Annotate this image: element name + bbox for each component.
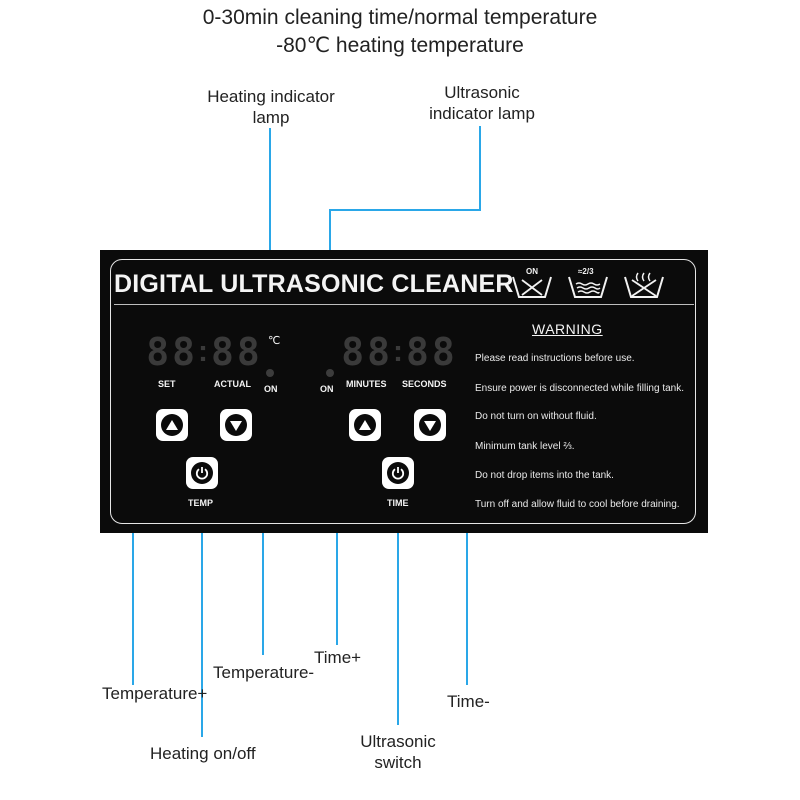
time-digit-1: 8 (341, 330, 365, 374)
triangle-up-icon (359, 420, 371, 430)
basin-on-icon: ON (510, 267, 554, 300)
control-panel: DIGITAL ULTRASONIC CLEANER ON ≈2/3 8 8 : (100, 250, 708, 533)
set-label: SET (158, 379, 176, 389)
triangle-down-icon (424, 421, 436, 431)
ultrasonic-lamp-label: ON (320, 384, 334, 394)
temperature-minus-button[interactable] (220, 409, 252, 441)
callout-heating-on-off: Heating on/off (150, 744, 256, 763)
time-minus-button[interactable] (414, 409, 446, 441)
triangle-down-icon (230, 421, 242, 431)
temp-digit-2: 8 (172, 330, 195, 374)
diagram-heading: 0-30min cleaning time/normal temperature… (100, 4, 700, 60)
temp-digit-3: 8 (211, 330, 234, 374)
ultrasonic-indicator-lamp (326, 369, 334, 377)
celsius-unit: ℃ (268, 335, 281, 347)
callout-time-plus: Time+ (314, 648, 362, 667)
tank-level-label: ≈2/3 (578, 267, 594, 276)
heating-power-button[interactable] (186, 457, 218, 489)
temp-label: TEMP (188, 498, 214, 508)
seconds-label: SECONDS (402, 379, 447, 389)
callout-time-minus: Time- (447, 692, 490, 711)
time-display-colon: : (393, 335, 403, 368)
time-label: TIME (387, 498, 409, 508)
warning-line-6: Turn off and allow fluid to cool before … (475, 499, 680, 510)
callout-heating-indicator-lamp: Heating indicator lamp (207, 87, 335, 127)
temperature-plus-button[interactable] (156, 409, 188, 441)
triangle-up-icon (166, 420, 178, 430)
minutes-label: MINUTES (346, 379, 387, 389)
no-heating-empty-icon (622, 268, 666, 300)
warning-line-1: Please read instructions before use. (475, 353, 635, 364)
tank-level-two-thirds-icon: ≈2/3 (566, 267, 610, 300)
warning-line-4: Minimum tank level ⅔. (475, 441, 575, 452)
callout-ultrasonic-switch: Ultrasonic switch (360, 732, 436, 772)
temp-digit-1: 8 (146, 330, 170, 374)
time-digit-4: 8 (431, 330, 455, 374)
time-display: 8 8 : 8 8 (341, 330, 455, 374)
actual-label: ACTUAL (214, 379, 251, 389)
temp-display-colon: : (198, 335, 208, 368)
warning-title: WARNING (532, 321, 603, 337)
warning-line-3: Do not turn on without fluid. (475, 411, 597, 422)
basin-on-label: ON (526, 267, 538, 276)
heading-line-1: 0-30min cleaning time/normal temperature (202, 6, 598, 29)
temperature-display: 8 8 : 8 8 (146, 330, 260, 374)
power-icon (195, 467, 209, 480)
heading-line-2: -80℃ heating temperature (276, 34, 524, 57)
power-icon (391, 467, 405, 480)
callout-ultrasonic-indicator-lamp: Ultrasonic indicator lamp (429, 83, 535, 123)
panel-frame (110, 259, 696, 524)
callout-temperature-plus: Temperature+ (102, 684, 208, 703)
time-digit-3: 8 (406, 330, 429, 374)
temp-digit-4: 8 (236, 330, 260, 374)
heating-indicator-lamp (266, 369, 274, 377)
warning-line-5: Do not drop items into the tank. (475, 470, 614, 481)
heating-lamp-label: ON (264, 384, 278, 394)
time-digit-2: 8 (367, 330, 390, 374)
callout-temperature-minus: Temperature- (213, 663, 315, 682)
time-plus-button[interactable] (349, 409, 381, 441)
ultrasonic-power-button[interactable] (382, 457, 414, 489)
panel-title: DIGITAL ULTRASONIC CLEANER (114, 270, 514, 298)
panel-title-rule (114, 304, 694, 305)
warning-line-2: Ensure power is disconnected while filli… (475, 383, 684, 394)
